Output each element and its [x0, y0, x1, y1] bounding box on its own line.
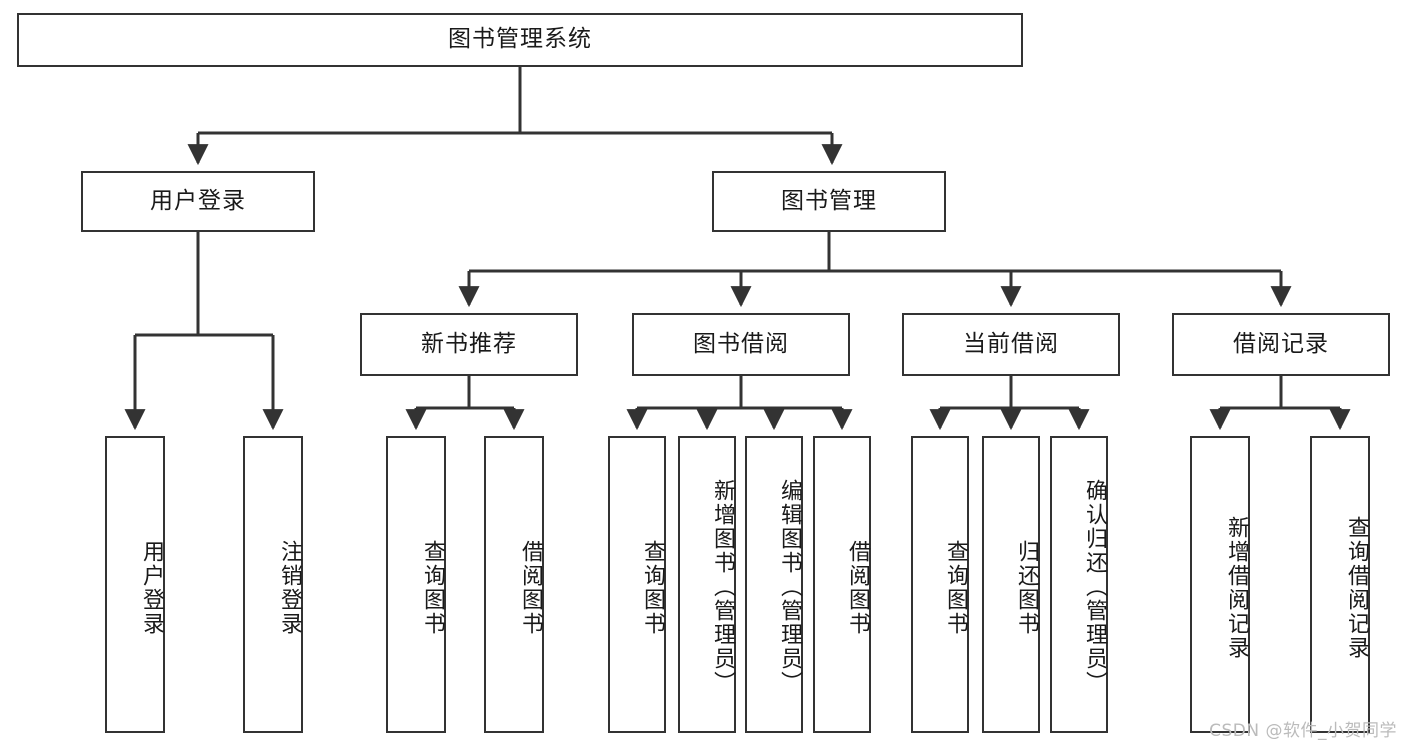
- csdn-watermark: CSDN @软件_小贺同学: [1209, 721, 1397, 741]
- node-borrow-record[interactable]: 借阅记录: [1172, 313, 1390, 376]
- node-user-login[interactable]: 用户登录: [81, 171, 315, 232]
- leaf-logout[interactable]: 注销登录: [243, 436, 303, 733]
- leaf-query-borrow-record[interactable]: 查询借阅记录: [1310, 436, 1370, 733]
- node-root-system[interactable]: 图书管理系统: [17, 13, 1023, 67]
- leaf-return-book[interactable]: 归还图书: [982, 436, 1040, 733]
- leaf-add-book-admin[interactable]: 新增图书（管理员）: [678, 436, 736, 733]
- node-book-borrow[interactable]: 图书借阅: [632, 313, 850, 376]
- leaf-user-login[interactable]: 用户登录: [105, 436, 165, 733]
- leaf-borrow-book-recommend[interactable]: 借阅图书: [484, 436, 544, 733]
- leaf-edit-book-admin[interactable]: 编辑图书（管理员）: [745, 436, 803, 733]
- leaf-add-borrow-record[interactable]: 新增借阅记录: [1190, 436, 1250, 733]
- leaf-query-book-recommend[interactable]: 查询图书: [386, 436, 446, 733]
- leaf-borrow-book[interactable]: 借阅图书: [813, 436, 871, 733]
- node-new-book-recommend[interactable]: 新书推荐: [360, 313, 578, 376]
- node-book-management[interactable]: 图书管理: [712, 171, 946, 232]
- node-current-borrow[interactable]: 当前借阅: [902, 313, 1120, 376]
- leaf-query-book-current[interactable]: 查询图书: [911, 436, 969, 733]
- leaf-query-book-borrow[interactable]: 查询图书: [608, 436, 666, 733]
- leaf-confirm-return-admin[interactable]: 确认归还（管理员）: [1050, 436, 1108, 733]
